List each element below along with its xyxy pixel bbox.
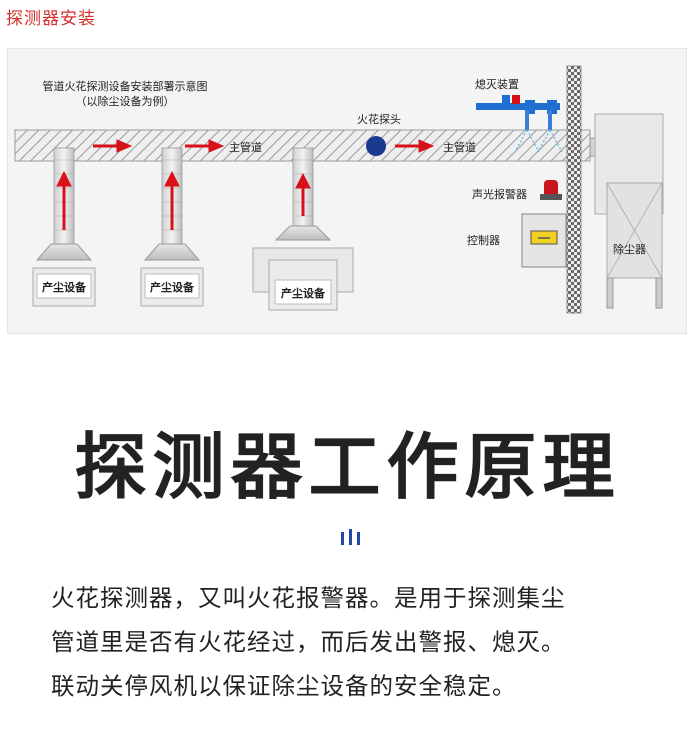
description-paragraph: 火花探测器，又叫火花报警器。是用于探测集尘 管道里是否有火花经过，而后发出警报、…: [51, 576, 671, 708]
dust-source-2: 产尘设备: [140, 267, 204, 307]
installation-diagram: 管道火花探测设备安装部署示意图 （以除尘设备为例） 主管道 主管道 火花探头: [7, 48, 687, 334]
dust-source-3: 产尘设备: [252, 247, 354, 311]
wall: [566, 65, 582, 314]
right-arrows: [93, 139, 435, 153]
up-arrows: [56, 170, 311, 230]
alarm-icon: [540, 180, 562, 200]
controller-label: 控制器: [467, 233, 500, 247]
extinguish-label: 熄灭装置: [475, 77, 519, 91]
dust-collector-label: 除尘器: [613, 242, 646, 256]
section-label: 探测器安装: [6, 9, 96, 29]
description-line-2: 管道里是否有火花经过，而后发出警报、熄灭。: [51, 628, 566, 656]
hood-3: [274, 225, 332, 241]
alarm-label: 声光报警器: [472, 187, 527, 201]
diagram-subtitle: （以除尘设备为例）: [76, 94, 175, 108]
dust-source-1: 产尘设备: [32, 267, 96, 307]
dust-source-label-1: 产尘设备: [42, 280, 87, 294]
description-line-3: 联动关停风机以保证除尘设备的安全稳定。: [51, 672, 517, 700]
spark-probe-label: 火花探头: [357, 113, 401, 126]
hood-2: [143, 243, 201, 261]
dust-collector-icon: [589, 113, 664, 309]
main-pipe-label-2: 主管道: [443, 140, 476, 154]
dust-source-label-3: 产尘设备: [281, 286, 326, 300]
diagram-title: 管道火花探测设备安装部署示意图: [43, 79, 208, 93]
description-line-1: 火花探测器，又叫火花报警器。是用于探测集尘: [51, 584, 566, 612]
spark-probe-icon: [366, 136, 386, 156]
main-pipe-label-1: 主管道: [229, 140, 262, 154]
divider-mark-icon: [341, 529, 360, 545]
dust-source-label-2: 产尘设备: [150, 280, 195, 294]
page-heading: 探测器工作原理: [74, 425, 621, 509]
extinguish-device-icon: [476, 95, 563, 153]
hood-1: [35, 243, 93, 261]
controller-icon: [521, 213, 567, 268]
